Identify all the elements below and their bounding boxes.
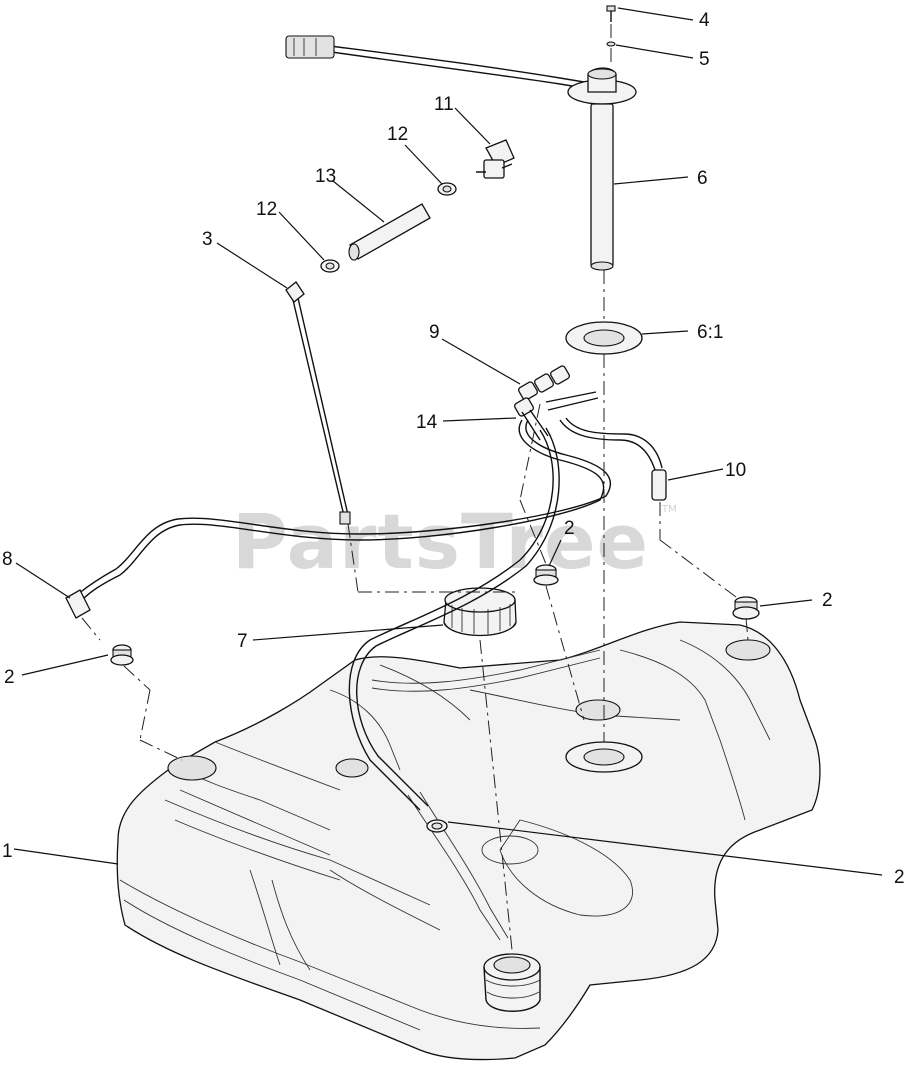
grommet-left bbox=[110, 644, 134, 666]
callout-7: 7 bbox=[237, 631, 248, 652]
leader-lines bbox=[13, 7, 883, 876]
callout-2-right: 2 bbox=[822, 590, 833, 611]
fuel-hose bbox=[348, 203, 431, 261]
callout-8: 8 bbox=[2, 549, 13, 570]
screw bbox=[606, 5, 616, 22]
harness-connector bbox=[285, 35, 335, 59]
fuel-sender bbox=[285, 35, 637, 271]
callout-3: 3 bbox=[202, 229, 213, 250]
callout-10: 10 bbox=[725, 460, 746, 481]
callout-12-upper: 12 bbox=[387, 124, 408, 145]
callout-2-center: 2 bbox=[564, 518, 575, 539]
grommet-tank bbox=[426, 819, 448, 833]
fuel-cap bbox=[443, 587, 517, 637]
vent-valve-assembly bbox=[514, 365, 599, 441]
watermark-text: PartsTree bbox=[232, 497, 649, 586]
hose-clamp-lower bbox=[320, 259, 340, 273]
callout-1: 1 bbox=[2, 841, 13, 862]
callout-13: 13 bbox=[315, 166, 336, 187]
callout-5: 5 bbox=[699, 49, 710, 70]
callout-12-lower: 12 bbox=[256, 199, 277, 220]
callout-11: 11 bbox=[434, 94, 454, 115]
callout-4: 4 bbox=[699, 10, 710, 31]
gasket bbox=[565, 321, 643, 355]
fuel-tank bbox=[116, 621, 821, 1061]
alignment-lines bbox=[81, 24, 749, 951]
washer bbox=[606, 41, 616, 47]
callout-6: 6 bbox=[697, 168, 708, 189]
grommet-right bbox=[732, 596, 760, 620]
grommet-center bbox=[533, 564, 559, 586]
callouts: 1 2 2 2 2 3 4 5 6 6:1 7 8 9 10 11 12 12 … bbox=[2, 10, 905, 888]
callout-6-1: 6:1 bbox=[697, 322, 723, 343]
watermark-tm: TM bbox=[661, 504, 677, 515]
vent-hose-routing bbox=[65, 417, 667, 811]
vent-tube-3 bbox=[285, 281, 351, 525]
callout-14: 14 bbox=[416, 412, 438, 433]
hose-clamp-upper bbox=[437, 182, 457, 196]
callout-9: 9 bbox=[429, 322, 440, 343]
callout-2-left: 2 bbox=[4, 667, 15, 688]
shutoff-valve bbox=[476, 139, 515, 179]
callout-2-tank: 2 bbox=[894, 867, 905, 888]
